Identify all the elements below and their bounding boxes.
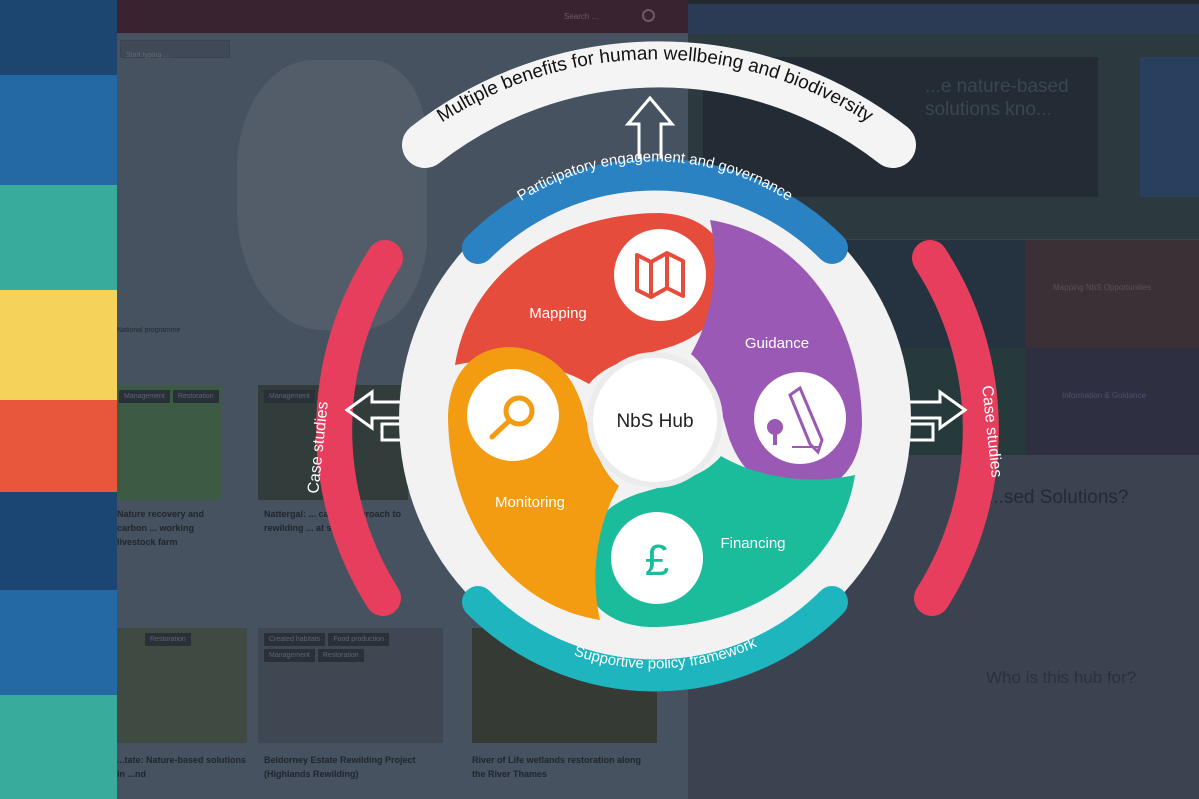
financing-label: Financing: [720, 535, 785, 552]
section-heading: ...sed Solutions?: [988, 487, 1129, 508]
search-icon[interactable]: [642, 9, 655, 22]
search-input[interactable]: Search ...: [564, 12, 599, 21]
mapping-label: Mapping: [529, 305, 587, 322]
tag[interactable]: Management: [264, 390, 315, 403]
tile-mapping[interactable]: Mapping NbS Opportunities: [1025, 240, 1199, 348]
card-title[interactable]: ...tate: Nature-based solutions in ...nd: [117, 755, 247, 779]
pound-icon: £: [645, 536, 669, 585]
tag[interactable]: Management: [119, 390, 170, 403]
case-studies-arc-right: [912, 240, 999, 616]
card-tags: Management: [264, 390, 404, 403]
pencil-tree-icon: [767, 385, 824, 455]
hero-title: ...e nature-based solutions kno...: [925, 76, 1069, 120]
tag[interactable]: Management: [264, 649, 315, 662]
map-icon: [635, 251, 685, 299]
guidance-label: Guidance: [745, 335, 809, 352]
who-heading: Who is this hub for?: [986, 668, 1137, 687]
hub-label: NbS Hub: [616, 411, 693, 432]
case-studies-arc-left: [316, 240, 403, 616]
monitoring-label: Monitoring: [495, 494, 565, 511]
filter-input[interactable]: Start typing ...: [120, 40, 230, 59]
site-header: Search ...: [117, 0, 688, 33]
benefits-arc: [402, 41, 916, 168]
tag[interactable]: Restoration: [145, 633, 191, 646]
nav-bar: [688, 4, 1199, 34]
tag[interactable]: Food production: [328, 633, 389, 646]
tile-guidance[interactable]: Information & Guidance: [1025, 348, 1199, 455]
card-title[interactable]: River of Life wetlands restoration along…: [472, 755, 642, 779]
participatory-arc: [462, 158, 848, 264]
card-tags: Created habitats Food production Managem…: [264, 633, 442, 662]
magnifier-icon: [489, 395, 535, 440]
policy-arc: [462, 586, 848, 692]
card-title[interactable]: Nature recovery and carbon ... working l…: [117, 509, 205, 547]
map-caption: National programme: [117, 327, 181, 334]
tag[interactable]: Restoration: [172, 390, 219, 403]
map-area[interactable]: [237, 60, 427, 330]
color-strip: [0, 0, 117, 799]
tag[interactable]: Restoration: [317, 649, 364, 662]
card-tags: Management Restoration: [119, 390, 219, 403]
card-tags: Restoration: [145, 633, 245, 646]
card-title[interactable]: Beldorney Estate Rewilding Project (High…: [264, 755, 416, 779]
tag[interactable]: Created habitats: [264, 633, 326, 646]
